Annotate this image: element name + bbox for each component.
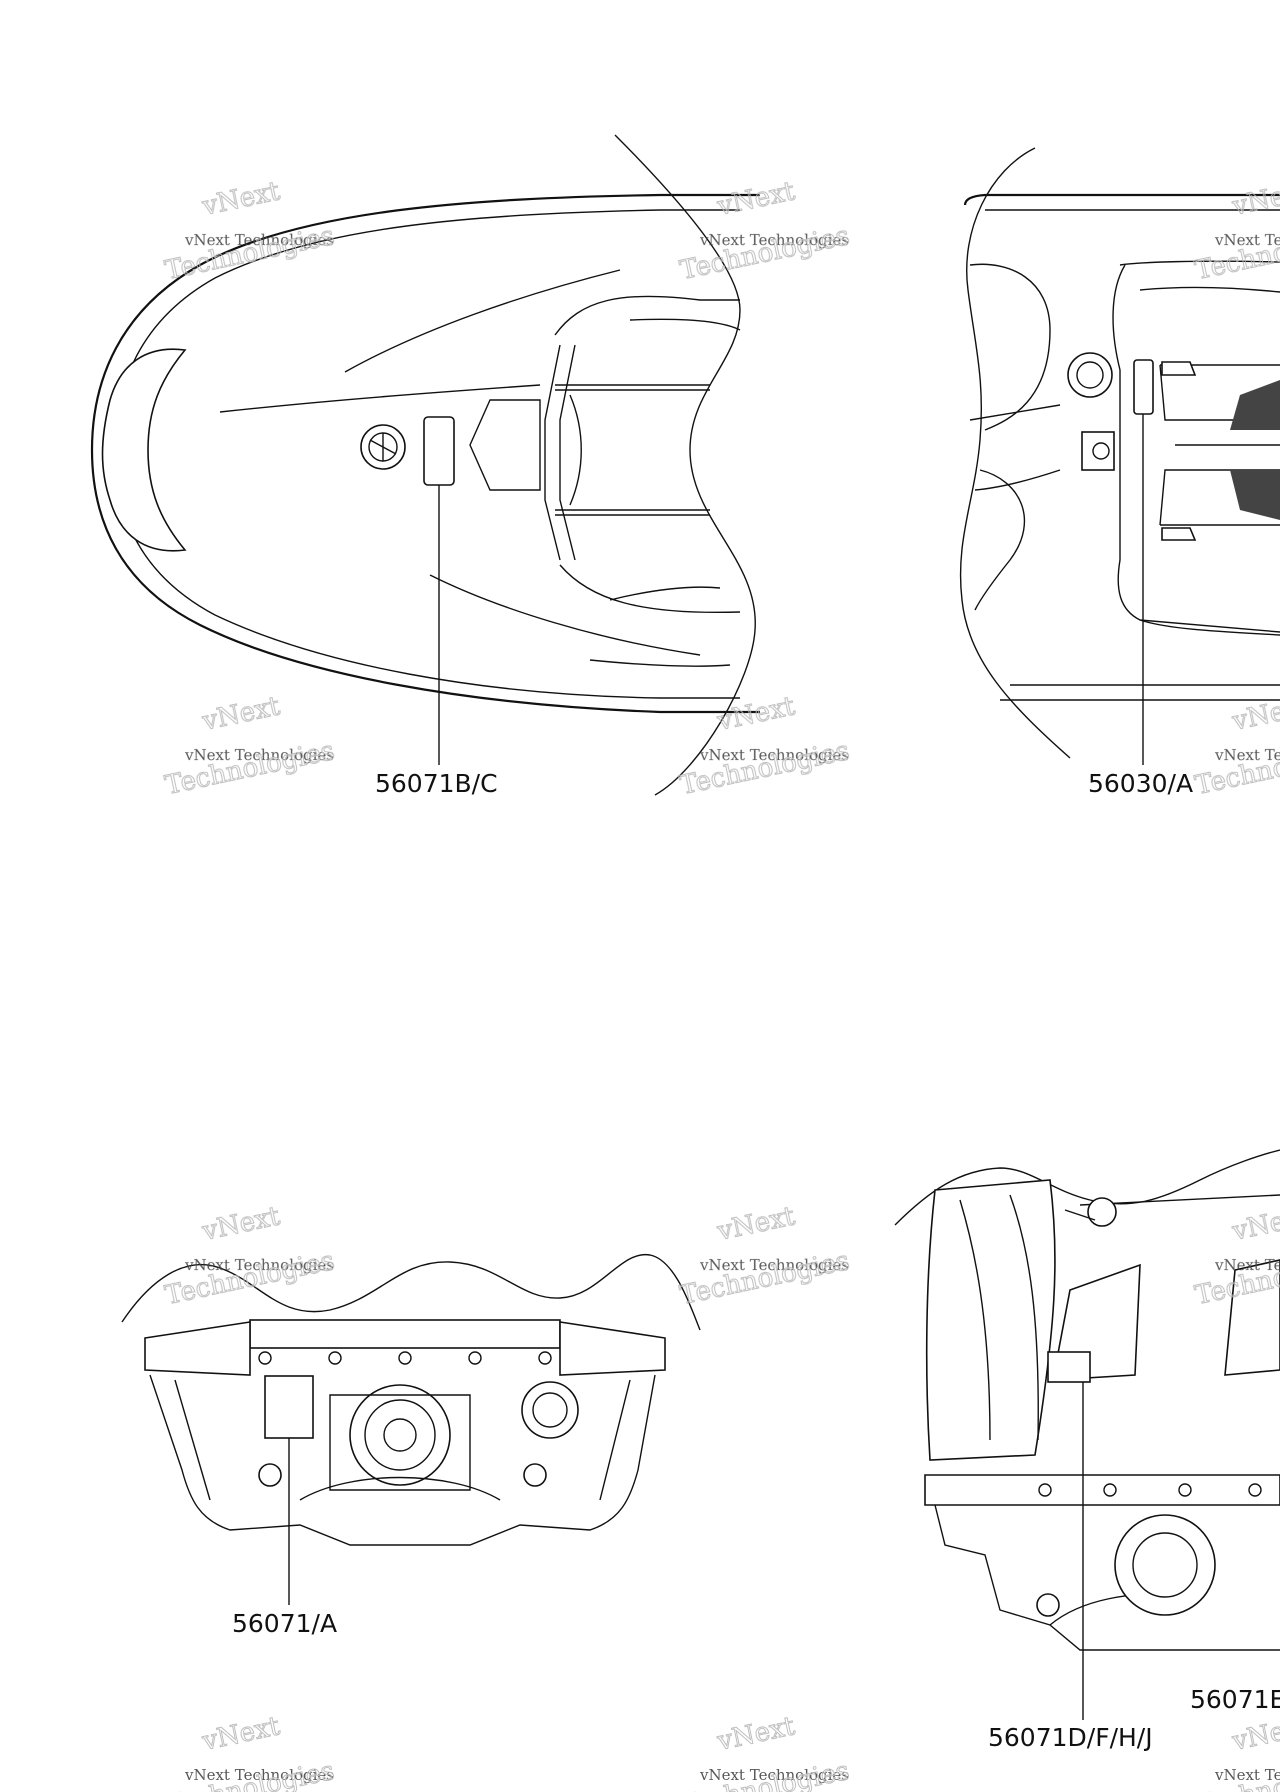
watermark-line: vNext Technologies (699, 1766, 849, 1784)
watermark-vnext: vNext (199, 691, 283, 737)
panel-rear-view: 56071/A (121, 1254, 701, 1638)
panel-rear-3q-view: 56071D/F/H/J 56071E (894, 1149, 1280, 1752)
watermark-vnext: vNext (1229, 691, 1280, 737)
watermark-layer: vNext vNext Technologies Technologies vN… (162, 176, 1280, 1792)
watermark-line: vNext Technologies (1214, 1766, 1280, 1784)
watermark-vnext: vNext (714, 176, 798, 222)
callout-56071bc: 56071B/C (375, 769, 498, 798)
watermark-vnext: vNext (714, 1201, 798, 1247)
watermark-vnext: vNext (199, 1201, 283, 1247)
callout-56030a: 56030/A (1088, 769, 1193, 798)
watermark-vnext: vNext (714, 1711, 798, 1757)
watermark-line: vNext Technologies (699, 1256, 849, 1274)
watermark-line: vNext Technologies (1214, 746, 1280, 764)
watermark-vnext: vNext (199, 1711, 283, 1757)
watermark-line: vNext Technologies (1214, 1256, 1280, 1274)
watermark-line: vNext Technologies (184, 746, 334, 764)
callout-56071a: 56071/A (232, 1609, 337, 1638)
watermark-line: vNext Technologies (184, 1256, 334, 1274)
watermark-line: vNext Technologies (699, 746, 849, 764)
watermark-vnext: vNext (1229, 1201, 1280, 1247)
watermark-line: vNext Technologies (184, 231, 334, 249)
watermark-vnext: vNext (1229, 1711, 1280, 1757)
callout-56071dfhj: 56071D/F/H/J (988, 1723, 1153, 1752)
watermark-line: vNext Technologies (1214, 231, 1280, 249)
watermark-line: vNext Technologies (699, 231, 849, 249)
watermark-vnext: vNext (1229, 176, 1280, 222)
watermark-line: vNext Technologies (184, 1766, 334, 1784)
watermark-vnext: vNext (199, 176, 283, 222)
panel-deck-top-view: 56030/A (959, 147, 1280, 798)
panel-bow-top-view: 56071B/C (90, 134, 760, 798)
callout-56071e: 56071E (1190, 1685, 1280, 1714)
